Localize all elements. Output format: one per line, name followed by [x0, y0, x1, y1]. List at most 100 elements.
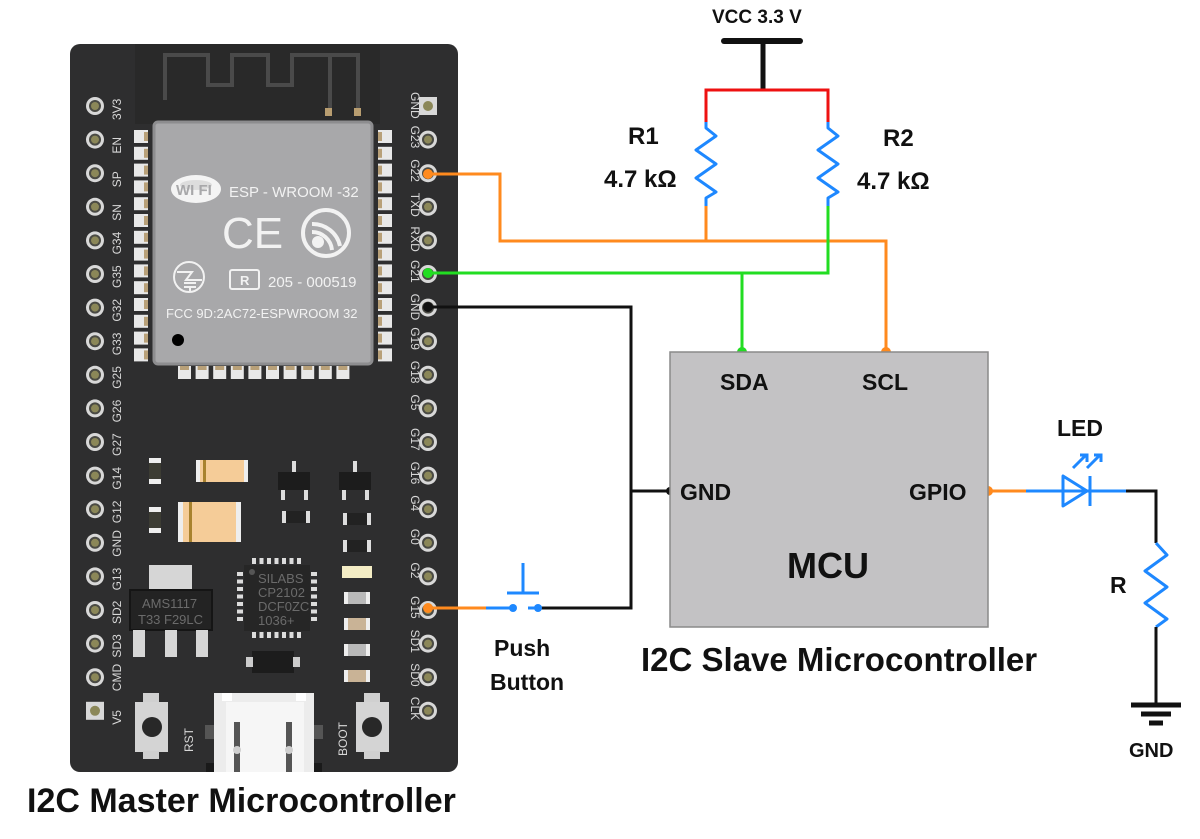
module-bottom-pads — [178, 366, 350, 379]
pin-label: SD2 — [110, 600, 124, 624]
boot-button[interactable] — [356, 693, 389, 759]
cert-number: 205 - 000519 — [268, 274, 356, 291]
vcc-label: VCC 3.3 V — [712, 7, 802, 28]
voltage-regulator: AMS1117 T33 F29LC — [129, 565, 213, 657]
pin-g16[interactable]: G16 — [408, 462, 437, 485]
svg-text:1036+: 1036+ — [258, 613, 295, 628]
registered-mark: R — [240, 273, 250, 288]
pin-g34[interactable]: G34 — [86, 231, 124, 254]
scl-wire — [428, 172, 888, 352]
r-label: R — [1110, 572, 1127, 598]
pin-label: G0 — [408, 529, 422, 545]
pin-sp[interactable]: SP — [86, 164, 124, 187]
pin-label: G21 — [408, 260, 422, 283]
pin-label: SN — [110, 204, 124, 221]
pin-3v3[interactable]: 3V3 — [86, 97, 124, 120]
pin-v5[interactable]: V5 — [86, 701, 124, 725]
pin-sd3[interactable]: SD3 — [86, 634, 124, 658]
pin-sn[interactable]: SN — [86, 197, 124, 221]
pin-label: G2 — [408, 562, 422, 578]
pin-g5[interactable]: G5 — [408, 394, 437, 418]
pin-g0[interactable]: G0 — [408, 529, 437, 552]
pin-label: G26 — [110, 399, 124, 422]
pin-label: G34 — [110, 231, 124, 254]
svg-text:SILABS: SILABS — [258, 571, 304, 586]
pin-label: G23 — [408, 126, 422, 149]
pin-en[interactable]: EN — [86, 130, 124, 154]
pin-g33[interactable]: G33 — [86, 332, 124, 355]
pin-label: G5 — [408, 394, 422, 410]
pin-g12[interactable]: G12 — [86, 500, 124, 523]
pin-label: TXD — [408, 193, 422, 217]
pin-label: G18 — [408, 361, 422, 384]
pin-label: G16 — [408, 462, 422, 485]
wires — [428, 38, 1169, 705]
pin-g17[interactable]: G17 — [408, 428, 437, 451]
pin-sd2[interactable]: SD2 — [86, 600, 124, 624]
pin-g19[interactable]: G19 — [408, 327, 437, 350]
push-button-label-line2: Button — [490, 669, 564, 695]
pin-g26[interactable]: G26 — [86, 399, 124, 422]
pin-label: G19 — [408, 327, 422, 350]
led-icon — [1061, 453, 1103, 508]
pin-g18[interactable]: G18 — [408, 361, 437, 384]
push-button[interactable] — [507, 563, 542, 612]
svg-text:WI FI: WI FI — [176, 182, 212, 199]
pin-label: SD3 — [110, 634, 124, 658]
pin-g14[interactable]: G14 — [86, 467, 124, 490]
sda-wire — [428, 206, 830, 275]
slave-mcu-box — [669, 351, 989, 628]
r2-resistor — [816, 122, 840, 206]
pin-cmd[interactable]: CMD — [86, 664, 124, 692]
pin-label: G14 — [110, 467, 124, 490]
pin-g23[interactable]: G23 — [408, 126, 437, 149]
pin-label: G25 — [110, 366, 124, 389]
rst-button[interactable] — [135, 693, 168, 759]
sda-pin-label: SDA — [720, 369, 769, 395]
pin-g32[interactable]: G32 — [86, 299, 124, 322]
pin-label: G13 — [110, 567, 124, 590]
pin-sd1[interactable]: SD1 — [408, 630, 437, 654]
pin-label: CLK — [408, 697, 422, 720]
pin-g27[interactable]: G27 — [86, 433, 124, 456]
pin-gnd[interactable]: GND — [86, 530, 124, 557]
ce-mark: CE — [222, 209, 283, 258]
r1-value: 4.7 kΩ — [604, 166, 677, 193]
fcc-id: FCC 9D:2AC72-ESPWROOM 32 — [166, 306, 357, 321]
r2-name: R2 — [883, 125, 914, 152]
scl-pin-label: SCL — [862, 369, 908, 395]
led-label: LED — [1057, 415, 1103, 441]
pin-txd[interactable]: TXD — [408, 193, 437, 217]
pin-g4[interactable]: G4 — [408, 495, 437, 519]
gnd-wire — [428, 305, 633, 610]
r2-value: 4.7 kΩ — [857, 168, 930, 195]
pin-g25[interactable]: G25 — [86, 366, 124, 389]
smd-components — [149, 458, 372, 682]
pin-label: G32 — [110, 299, 124, 322]
vcc-rail — [704, 88, 830, 122]
right-pin-header: GNDG23G22TXDRXDG21GNDG19G18G5G17G16G4G0G… — [408, 92, 437, 720]
module-name: ESP - WROOM -32 — [229, 184, 359, 201]
pin-label: G27 — [110, 433, 124, 456]
svg-text:T33 F29LC: T33 F29LC — [138, 612, 203, 627]
antenna-trace — [163, 53, 360, 110]
pin-g2[interactable]: G2 — [408, 562, 437, 586]
pin-clk[interactable]: CLK — [408, 697, 437, 720]
r1-resistor — [694, 122, 718, 206]
pin-sd0[interactable]: SD0 — [408, 663, 437, 687]
pin-gnd[interactable]: GND — [408, 92, 437, 119]
pin-label: RXD — [408, 226, 422, 252]
pin-label: GND — [408, 294, 422, 321]
svg-text:AMS1117: AMS1117 — [142, 596, 197, 611]
pin-label: G35 — [110, 265, 124, 288]
pin-g13[interactable]: G13 — [86, 567, 124, 590]
pin-rxd[interactable]: RXD — [408, 226, 437, 252]
pin-label: EN — [110, 137, 124, 154]
pin-g35[interactable]: G35 — [86, 265, 124, 288]
gnd-pin-label: GND — [680, 479, 731, 505]
pin-label: GND — [110, 530, 124, 557]
pin-label: CMD — [110, 664, 124, 692]
pin-label: G4 — [408, 495, 422, 511]
